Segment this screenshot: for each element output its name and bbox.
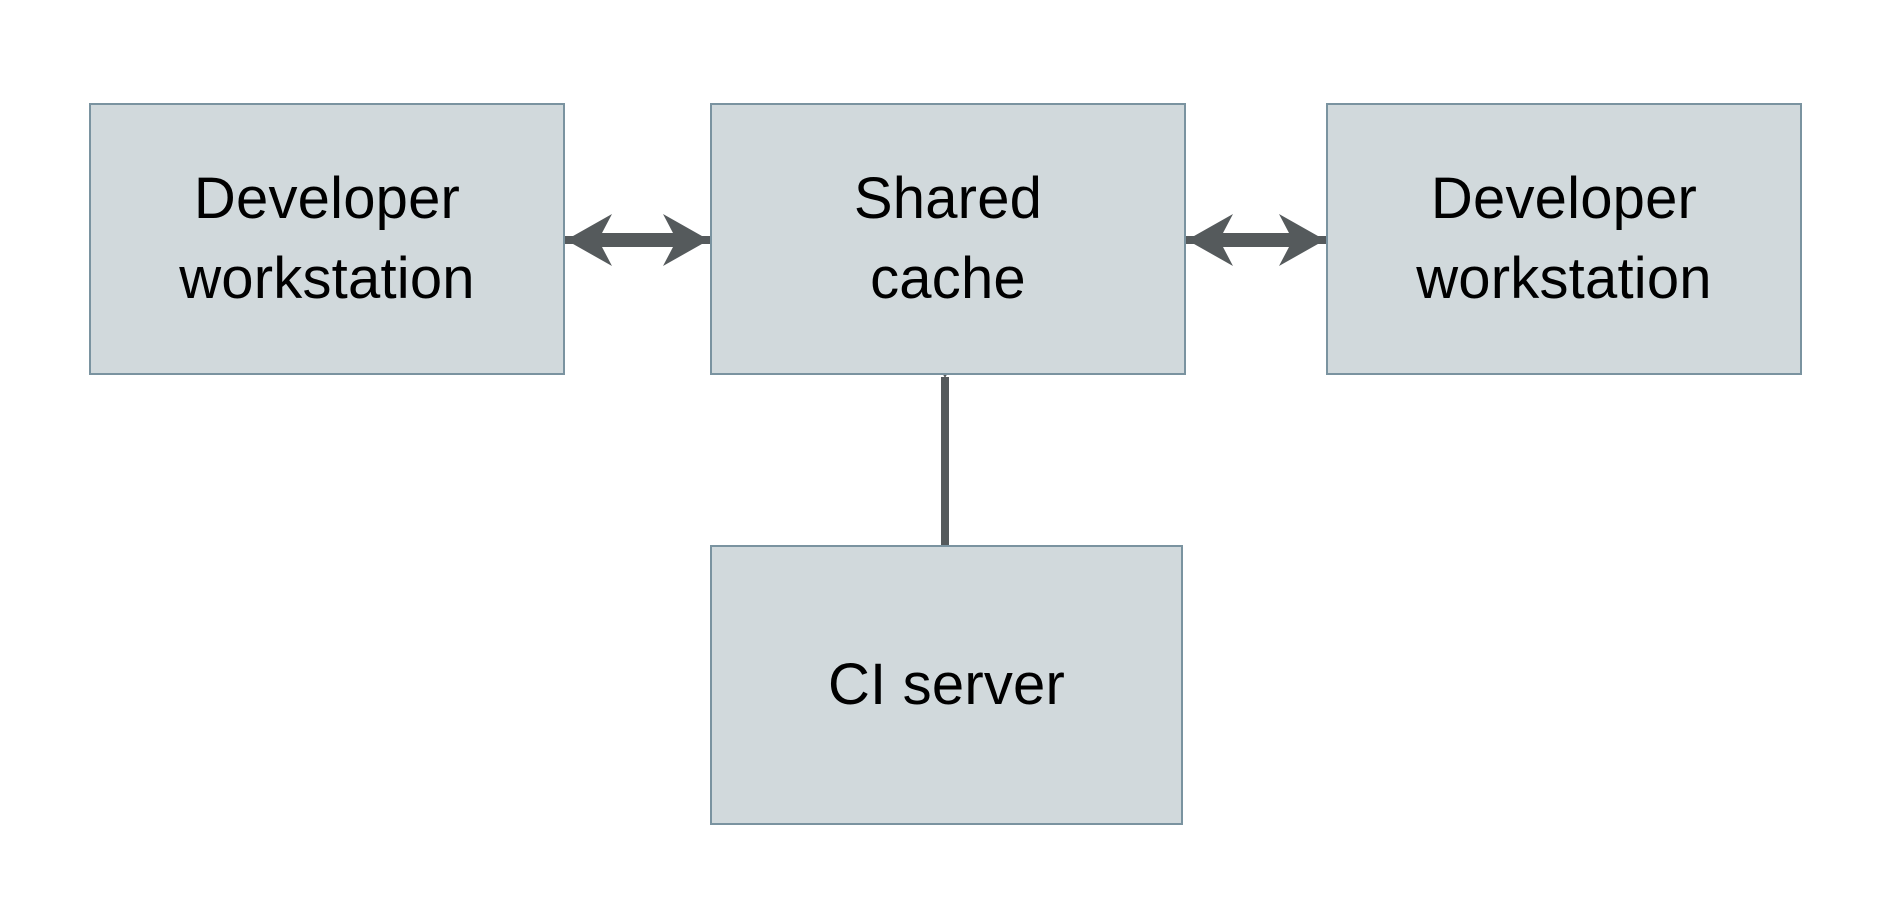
node-developer-workstation-left[interactable]: Developer workstation <box>89 103 565 375</box>
edge-shared-cache-right-workstation <box>1186 214 1326 266</box>
node-label-shared-cache: Shared cache <box>853 165 1043 311</box>
node-ci-server[interactable]: CI server <box>710 545 1183 825</box>
node-label-ci-server: CI server <box>827 651 1066 717</box>
node-label-developer-workstation-right: Developer workstation <box>1416 165 1712 311</box>
node-label-developer-workstation-left: Developer workstation <box>179 165 475 311</box>
node-shared-cache[interactable]: Shared cache <box>710 103 1186 375</box>
node-developer-workstation-right[interactable]: Developer workstation <box>1326 103 1802 375</box>
edge-left-workstation-shared-cache <box>565 214 710 266</box>
